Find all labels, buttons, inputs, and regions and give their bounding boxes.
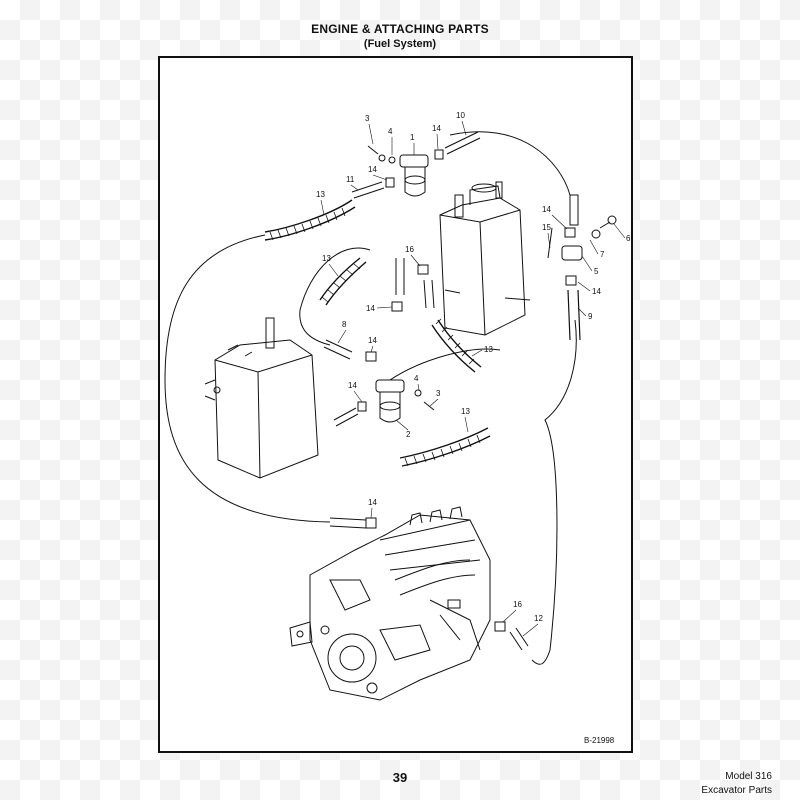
page-number: 39 (392, 770, 408, 785)
diagram-frame (158, 56, 633, 753)
callout-16-b: 16 (513, 600, 522, 609)
callout-3-upper: 3 (365, 114, 370, 123)
lower-fuel-filter (333, 379, 435, 427)
page-subtitle: (Fuel System) (363, 38, 437, 50)
callout-14-a: 14 (432, 124, 441, 133)
fitting-16-lower (494, 621, 506, 632)
callout-16-a: 16 (405, 245, 414, 254)
callout-7: 7 (600, 250, 605, 259)
left-fuel-tank (204, 317, 319, 479)
callout-14-f: 14 (368, 336, 377, 345)
callout-6: 6 (626, 234, 631, 243)
fuel-line-left-loop (164, 234, 331, 523)
hose-10 (444, 131, 481, 155)
coil-hose-upper (264, 199, 356, 241)
callout-labels: 3 4 14 10 1 14 11 13 14 6 15 7 5 14 9 16… (316, 111, 631, 623)
fuel-line-tank-connect (299, 247, 371, 346)
right-fuel-tank (439, 181, 531, 336)
callout-2: 2 (406, 430, 411, 439)
callout-13-a: 13 (316, 190, 325, 199)
coil-hose-lower (399, 427, 491, 467)
model-label: Model 316 (725, 771, 772, 782)
fuel-line-mid (389, 348, 501, 381)
upper-fuel-filter (367, 145, 444, 197)
callout-14-d: 14 (592, 287, 601, 296)
callout-14-b: 14 (368, 165, 377, 174)
callout-13-d: 13 (461, 407, 470, 416)
coil-hose-mid (319, 257, 367, 306)
callout-4-lower: 4 (414, 374, 419, 383)
callout-14-h: 14 (368, 498, 377, 507)
callout-13-b: 13 (322, 254, 331, 263)
callout-12: 12 (534, 614, 543, 623)
hose-12 (509, 627, 529, 651)
callout-1: 1 (410, 133, 415, 142)
hose-14-lower (329, 517, 367, 529)
outlet-fitting-right (547, 194, 617, 341)
callout-10: 10 (456, 111, 465, 120)
callout-14-e: 14 (366, 304, 375, 313)
leader-lines (320, 120, 626, 637)
page-title: ENGINE & ATTACHING PARTS (311, 22, 489, 36)
callout-15: 15 (542, 223, 551, 232)
callout-14-c: 14 (542, 205, 551, 214)
callout-9: 9 (588, 312, 593, 321)
callout-11: 11 (346, 175, 355, 184)
hose-8 (323, 339, 353, 360)
callout-13-c: 13 (484, 345, 493, 354)
drawing-number: B-21998 (584, 736, 615, 745)
hose-11 (351, 181, 385, 199)
callout-4-upper: 4 (388, 127, 393, 136)
model-info: Model 316 Excavator Parts (701, 770, 772, 798)
section-label: Excavator Parts (701, 785, 772, 796)
callout-3-lower: 3 (436, 389, 441, 398)
fuel-line-right-loop (531, 319, 577, 665)
callout-14-g: 14 (348, 381, 357, 390)
engine-block (289, 506, 491, 701)
coil-hose-mid-right (431, 319, 482, 373)
callout-5: 5 (594, 267, 599, 276)
callout-8: 8 (342, 320, 347, 329)
fuel-line-main-loop (449, 131, 571, 196)
